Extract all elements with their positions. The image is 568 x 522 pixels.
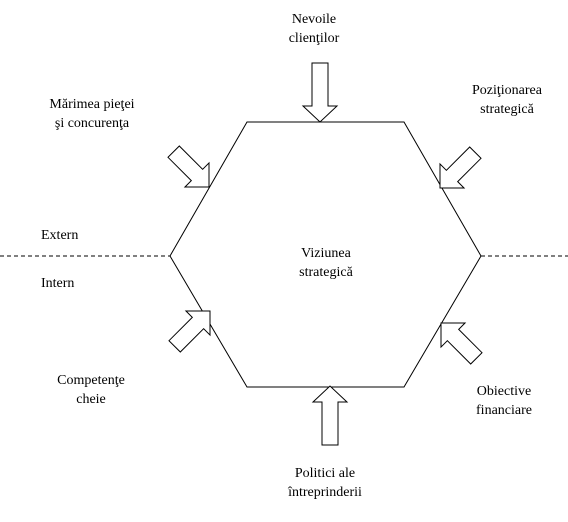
arrow-key-competencies [168,310,211,353]
factor-strategic-positioning-label: Poziţionarea strategică [472,83,542,117]
factor-key-competencies-label: Competenţe cheie [57,373,125,407]
factor-market-size-competition-label: Mărimea pieţei şi concurenţa [49,97,135,131]
factor-company-policies-label: Politici ale întreprinderii [288,466,362,500]
center-label-line-2: strategică [299,265,353,280]
center-label-line-1: Viziunea [301,246,351,261]
zone-internal-label: Intern [41,276,75,291]
arrow-customer-needs [301,62,339,123]
arrow-financial-objectives [440,322,483,365]
arrow-market-size [167,145,210,188]
arrow-strategic-positioning [439,146,482,189]
arrow-company-policies [311,385,349,446]
vision-hexagon [169,121,482,388]
center-label: Viziunea strategică [276,244,376,282]
zone-external-label: Extern [41,228,79,243]
factor-financial-objectives-label: Obiective financiare [476,384,532,418]
factor-customer-needs-label: Nevoile clienţilor [288,12,340,46]
